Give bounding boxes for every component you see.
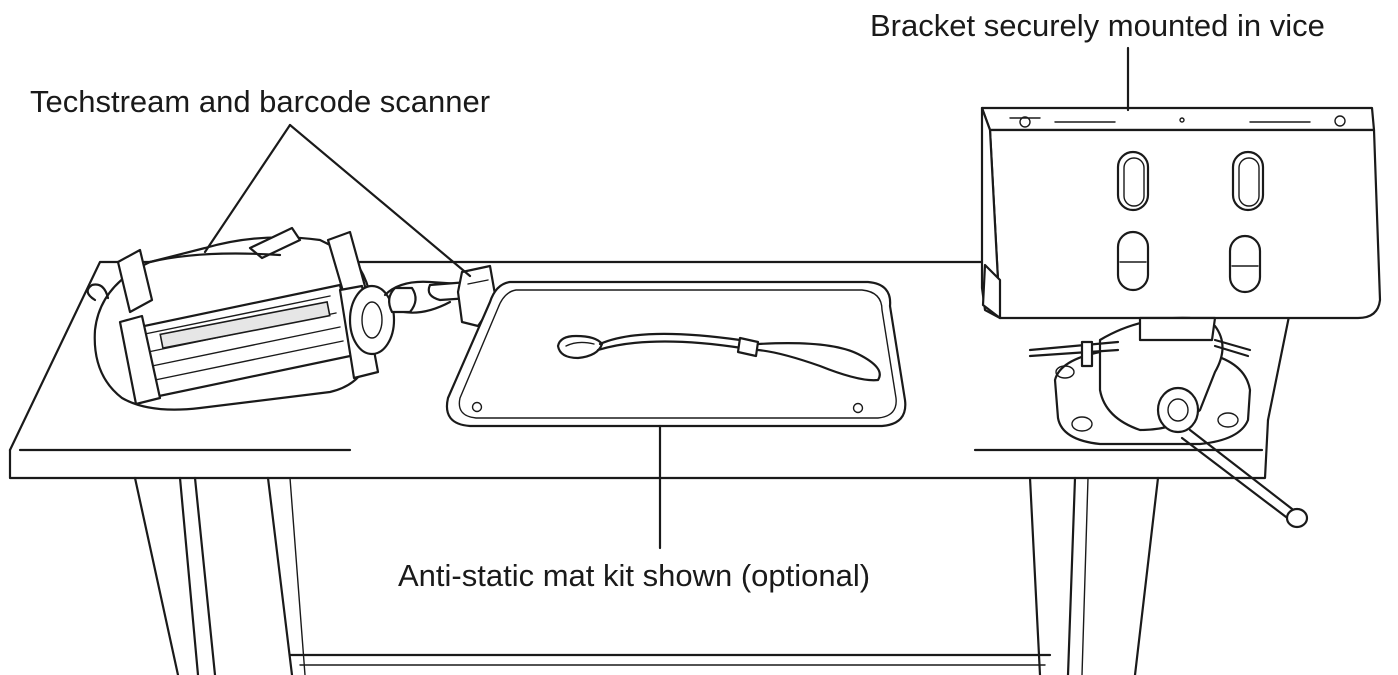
bench-vice — [1028, 316, 1309, 529]
bracket — [980, 106, 1382, 320]
callout-anti-static-mat: Anti-static mat kit shown (optional) — [398, 558, 871, 593]
callout-bracket-vice: Bracket securely mounted in vice — [870, 8, 1325, 43]
techstream-tablet — [86, 226, 396, 411]
leader-barcode-scanner — [288, 123, 472, 278]
callout-techstream-scanner: Techstream and barcode scanner — [30, 84, 491, 119]
barcode-scanner — [383, 264, 498, 328]
anti-static-mat — [445, 280, 907, 428]
workbench — [8, 260, 1302, 675]
leader-techstream-tablet — [203, 123, 292, 254]
